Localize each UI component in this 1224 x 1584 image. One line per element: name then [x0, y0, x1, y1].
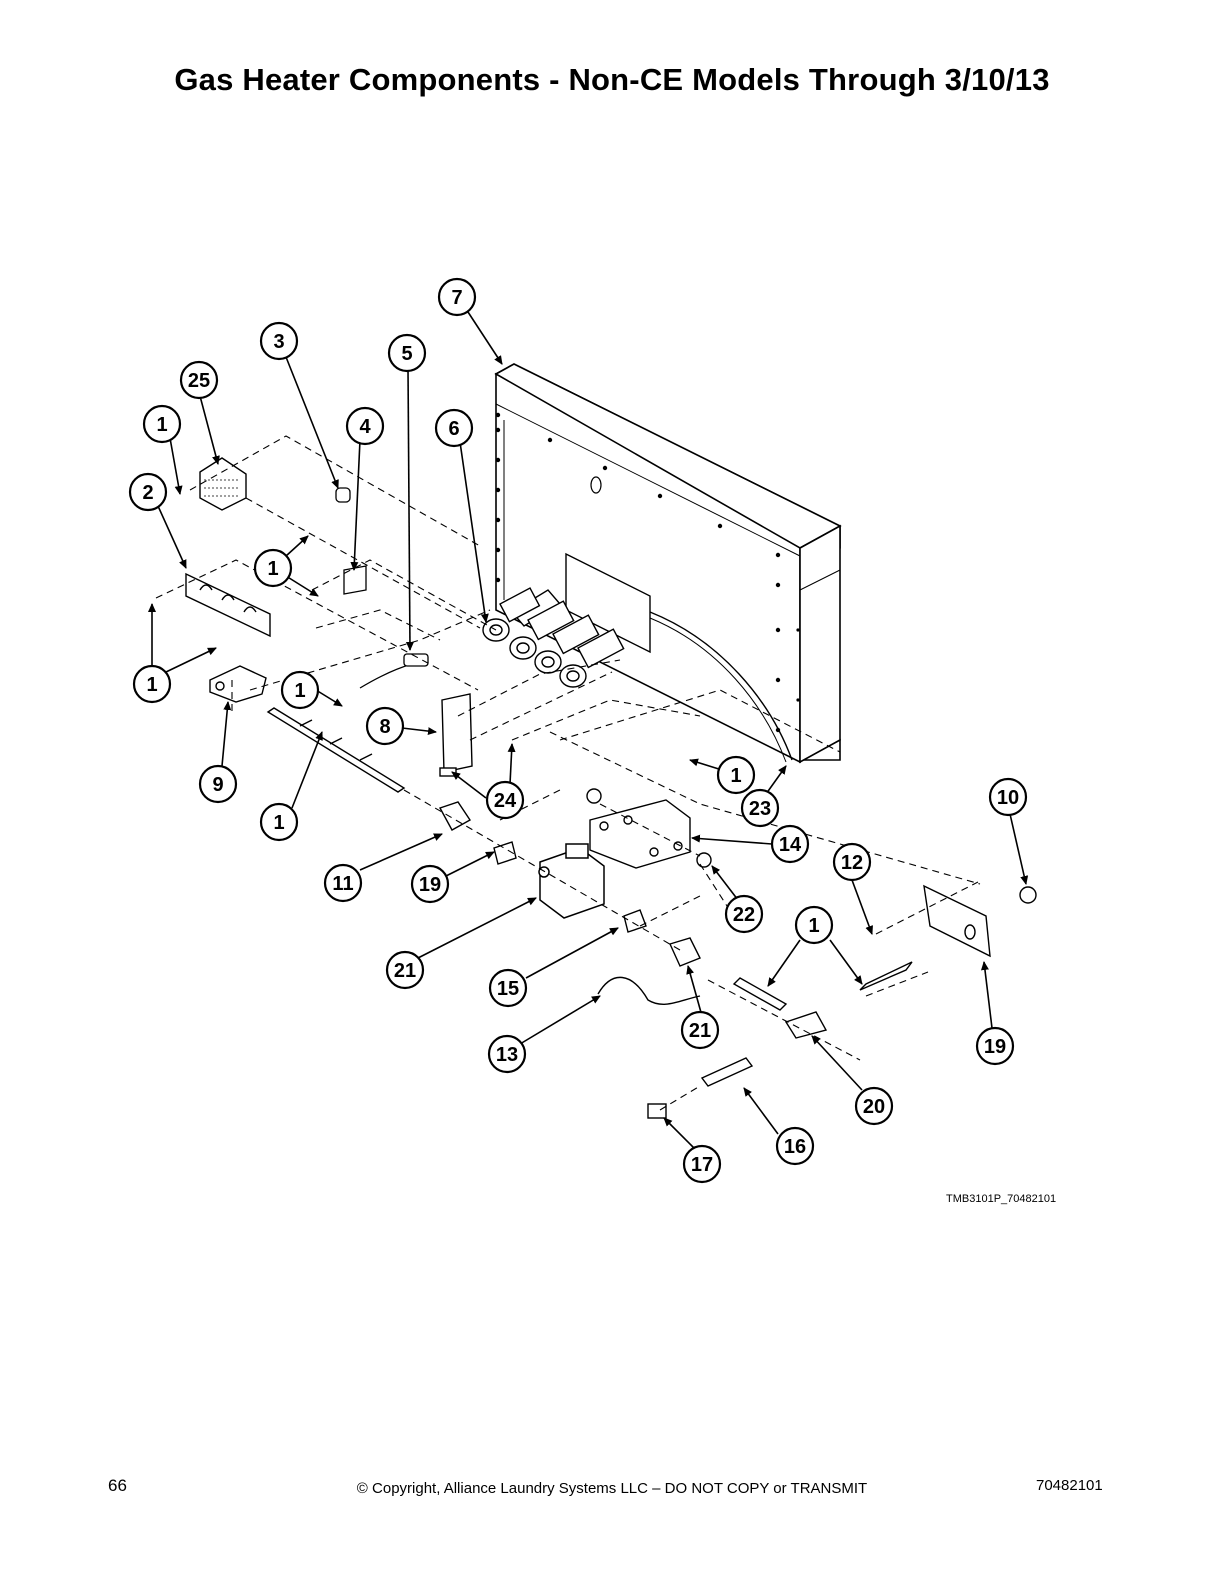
- callout-label: 1: [294, 680, 305, 702]
- callout-7: 7: [437, 277, 477, 317]
- callout-label: 25: [188, 370, 210, 392]
- callout-label: 19: [984, 1036, 1006, 1058]
- callout-10: 10: [988, 777, 1028, 817]
- callout-20: 20: [854, 1086, 894, 1126]
- callout-label: 23: [749, 798, 771, 820]
- leader-arrows: [148, 311, 1029, 1149]
- callout-label: 19: [419, 874, 441, 896]
- burner-housing: [494, 363, 842, 764]
- callout-23: 23: [740, 788, 780, 828]
- callout-14: 14: [770, 824, 810, 864]
- callout-16: 16: [775, 1126, 815, 1166]
- callout-8: 8: [365, 706, 405, 746]
- callout-25: 25: [179, 360, 219, 400]
- assembly-lines: [155, 435, 981, 1111]
- callout-label: 12: [841, 852, 863, 874]
- copyright-notice: © Copyright, Alliance Laundry Systems LL…: [356, 1480, 868, 1497]
- callout-6: 6: [434, 408, 474, 448]
- callout-label: 1: [156, 414, 167, 436]
- callout-label: 9: [212, 774, 223, 796]
- callout-4: 4: [345, 406, 385, 446]
- callout-9: 9: [198, 764, 238, 804]
- callout-19: 19: [410, 864, 450, 904]
- callout-label: 21: [689, 1020, 711, 1042]
- page-title: Gas Heater Components - Non-CE Models Th…: [174, 62, 1050, 97]
- callout-19: 19: [975, 1026, 1015, 1066]
- callout-label: 1: [267, 558, 278, 580]
- callout-1: 1: [253, 548, 293, 588]
- callout-22: 22: [724, 894, 764, 934]
- callout-label: 6: [448, 418, 459, 440]
- callout-24: 24: [485, 780, 525, 820]
- manifold-bracket: [185, 572, 271, 703]
- callout-label: 7: [451, 287, 462, 309]
- callout-label: 20: [863, 1096, 885, 1118]
- callout-label: 1: [808, 915, 819, 937]
- callout-11: 11: [323, 863, 363, 903]
- callout-label: 10: [997, 787, 1019, 809]
- valve-bracket: [586, 788, 712, 869]
- callout-1: 1: [142, 404, 182, 444]
- callout-17: 17: [682, 1144, 722, 1184]
- page-number: 66: [108, 1476, 127, 1495]
- callout-12: 12: [832, 842, 872, 882]
- callout-label: 1: [273, 812, 284, 834]
- callout-label: 15: [497, 978, 519, 1000]
- callout-label: 17: [691, 1154, 713, 1176]
- callout-label: 13: [496, 1044, 518, 1066]
- callout-1: 1: [280, 670, 320, 710]
- callout-label: 22: [733, 904, 755, 926]
- document-number: 70482101: [1036, 1477, 1103, 1494]
- callout-label: 4: [359, 416, 371, 438]
- callout-label: 8: [379, 716, 390, 738]
- callout-label: 1: [146, 674, 157, 696]
- callout-label: 24: [494, 790, 517, 812]
- burner-shield: [199, 457, 247, 511]
- control-plate: [439, 693, 473, 777]
- igniter: [359, 653, 429, 689]
- pipe-fittings: [438, 801, 1037, 1119]
- callout-21: 21: [385, 950, 425, 990]
- callout-1: 1: [716, 755, 756, 795]
- callout-label: 16: [784, 1136, 806, 1158]
- limit-switch: [335, 487, 367, 595]
- callout-21: 21: [680, 1010, 720, 1050]
- callout-1: 1: [794, 905, 834, 945]
- callout-13: 13: [487, 1034, 527, 1074]
- callout-3: 3: [259, 321, 299, 361]
- callout-1: 1: [259, 802, 299, 842]
- callout-5: 5: [387, 333, 427, 373]
- callout-1: 1: [132, 664, 172, 704]
- drawing-reference: TMB3101P_70482101: [946, 1193, 1057, 1205]
- callout-label: 21: [394, 960, 416, 982]
- callout-15: 15: [488, 968, 528, 1008]
- callout-label: 14: [779, 834, 802, 856]
- callout-2: 2: [128, 472, 168, 512]
- manifold-pipe: [266, 707, 406, 793]
- callout-label: 1: [730, 765, 741, 787]
- burner-tubes: [482, 552, 793, 763]
- gas-valve: [538, 843, 605, 919]
- callout-label: 2: [142, 482, 153, 504]
- callout-label: 5: [401, 343, 412, 365]
- callout-label: 11: [332, 873, 353, 895]
- callout-label: 3: [273, 331, 284, 353]
